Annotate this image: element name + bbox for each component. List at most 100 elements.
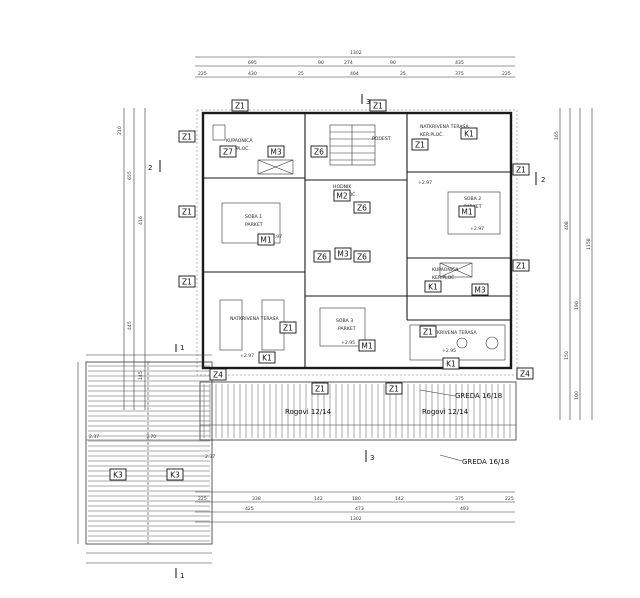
bottom-total-dim: 1302 <box>350 516 362 522</box>
floor-ker-3: KER.PLOČ. <box>420 131 444 138</box>
tag-m2: M2 <box>333 189 351 202</box>
tag-z1: Z1 <box>512 163 530 176</box>
pergola-dim-2: 3.70 <box>146 434 156 440</box>
tag-label: Z1 <box>373 102 383 111</box>
tag-z1: Z1 <box>419 325 437 338</box>
top2-dim-6: 375 <box>455 71 464 77</box>
tag-z4: Z4 <box>516 367 534 380</box>
tag-label: M1 <box>361 342 372 351</box>
floor-parket-3: PARKET <box>338 326 356 332</box>
pergola-dim-1: 2.37 <box>89 434 99 440</box>
bot2-dim-3: 493 <box>460 506 469 512</box>
bot-dim-5: 142 <box>395 496 404 502</box>
section-3-bottom: 3 <box>370 454 374 462</box>
tag-label: Z1 <box>235 102 245 111</box>
room-podest: PODEST <box>372 136 391 142</box>
tag-label: K1 <box>262 354 272 363</box>
top-dim-4: 90 <box>390 60 396 66</box>
tag-k1: K1 <box>258 351 276 364</box>
floor-ker-4: KER.PLOČ. <box>432 274 456 281</box>
bed-1 <box>221 202 281 244</box>
tag-label: K3 <box>113 471 123 480</box>
tag-label: Z1 <box>315 385 325 394</box>
tag-label: M3 <box>474 286 485 295</box>
tag-label: M2 <box>336 192 347 201</box>
tag-label: M1 <box>260 236 271 245</box>
section-1-top: 1 <box>180 344 184 352</box>
tag-z1: Z1 <box>178 275 196 288</box>
right-dim-5: 100 <box>574 391 580 400</box>
level-4: +2.95 <box>442 348 456 354</box>
bot-dim-6: 375 <box>455 496 464 502</box>
tag-z1: Z1 <box>512 259 530 272</box>
left-dim-5: 145 <box>138 371 144 380</box>
right-dim-3: 190 <box>574 301 580 310</box>
tag-z7: Z7 <box>219 145 237 158</box>
right-dim-2: 408 <box>564 221 570 230</box>
section-3-top: 3 <box>366 98 370 106</box>
top2-dim-1: 225 <box>198 71 207 77</box>
room-terasa-3: NATKRIVENA TERASA <box>428 330 478 336</box>
level-marks: ±2.97 +2.97 +2.95 +2.95 +2.97 +2.97 <box>240 180 484 359</box>
section-2-right: 2 <box>541 176 545 184</box>
left-dim-1: 210 <box>117 126 123 135</box>
tag-z1: Z1 <box>279 321 297 334</box>
tag-z1: Z1 <box>178 205 196 218</box>
pergola-left: 2.37 3.70 2.37 <box>77 354 215 564</box>
bed-2 <box>447 191 501 235</box>
room-hodnik: HODNIK <box>333 184 352 190</box>
room-soba-3: SOBA 3 <box>336 318 353 324</box>
level-5: +2.97 <box>240 353 254 359</box>
tag-label: Z6 <box>357 204 367 213</box>
section-markers: 1 1 2 2 3 3 <box>148 94 545 580</box>
top2-dim-7: 225 <box>502 71 511 77</box>
walls <box>201 111 513 370</box>
tag-k1: K1 <box>424 280 442 293</box>
top2-dim-5: 25 <box>400 71 406 77</box>
level-3: +2.95 <box>341 340 355 346</box>
tag-label: Z7 <box>223 148 233 157</box>
tag-k3: K3 <box>109 468 127 481</box>
tag-z6: Z6 <box>313 250 331 263</box>
tag-z6: Z6 <box>353 250 371 263</box>
tag-label: Z6 <box>317 253 327 262</box>
top-dim-2: 90 <box>318 60 324 66</box>
level-6: +2.97 <box>418 180 432 186</box>
left-dim-2: 655 <box>127 171 133 180</box>
tag-label: K3 <box>170 471 180 480</box>
tag-m3: M3 <box>267 145 285 158</box>
left-dim-3: 416 <box>138 216 144 225</box>
left-dim-4: 445 <box>127 321 133 330</box>
tag-k1: K1 <box>442 357 460 370</box>
right-dim-4: 150 <box>564 351 570 360</box>
floor-ker-1: KER.PLOČ. <box>226 145 250 152</box>
right-dim-1: 165 <box>554 131 560 140</box>
top2-dim-4: 404 <box>350 71 359 77</box>
bottom-dimension-lines: 225 338 142 180 142 375 225 425 473 493 … <box>195 491 515 523</box>
room-kupaonica-2: KUPAONICA <box>432 267 459 273</box>
top2-dim-2: 430 <box>248 71 257 77</box>
tag-label: Z6 <box>314 148 324 157</box>
tag-label: Z1 <box>283 324 293 333</box>
tag-m1: M1 <box>458 205 476 218</box>
tag-z1: Z1 <box>178 130 196 143</box>
tag-label: Z1 <box>182 278 192 287</box>
bot2-dim-1: 425 <box>245 506 254 512</box>
top-dim-3: 274 <box>344 60 353 66</box>
tag-label: Z6 <box>357 253 367 262</box>
room-soba-1: SOBA 1 <box>245 214 262 220</box>
tag-m3: M3 <box>334 247 352 260</box>
tag-label: Z1 <box>423 328 433 337</box>
rafters-label-1: Rogovi 12/14 <box>285 408 332 416</box>
bed-3 <box>319 307 366 347</box>
tag-label: M3 <box>337 250 348 259</box>
bot-dim-3: 142 <box>314 496 323 502</box>
tag-label: Z4 <box>213 371 223 380</box>
section-1-bottom: 1 <box>180 572 184 580</box>
room-terasa-1: NATKRIVENA TERASA <box>230 316 280 322</box>
bot-dim-2: 338 <box>252 496 261 502</box>
bot2-dim-2: 473 <box>355 506 364 512</box>
rafters-label-2: Rogovi 12/14 <box>422 408 469 416</box>
tag-z1: Z1 <box>231 99 249 112</box>
